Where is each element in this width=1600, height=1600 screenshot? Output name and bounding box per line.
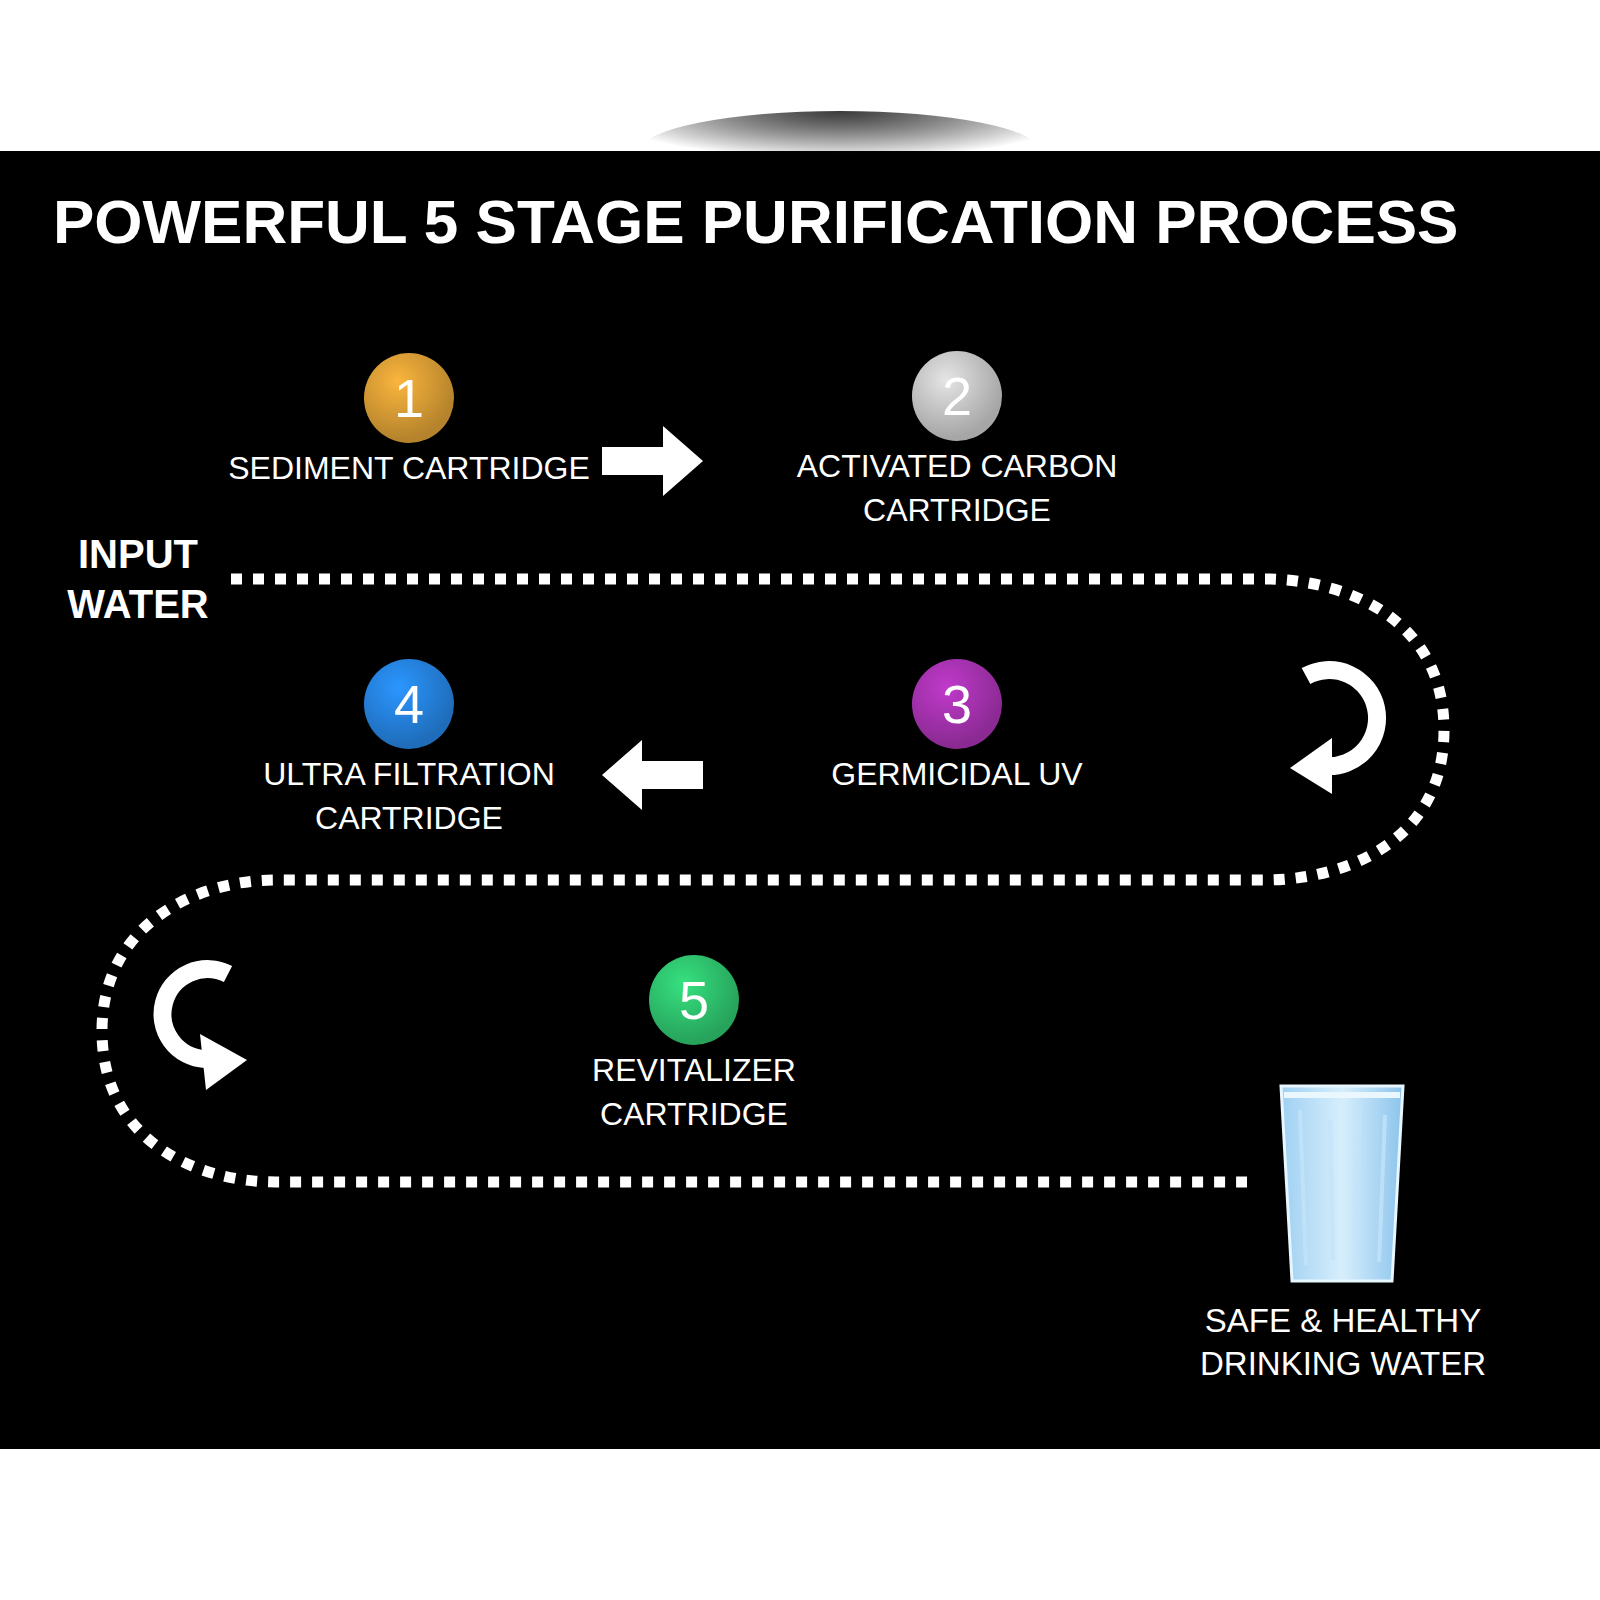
stage-circle: 1 — [364, 353, 454, 443]
dotted-flow-path — [102, 579, 1444, 1182]
flow-arrow — [602, 740, 703, 810]
input-label: INPUT WATER — [48, 529, 228, 629]
stage-number: 5 — [679, 970, 709, 1030]
stage-number: 1 — [394, 368, 424, 428]
stage-label: REVITALIZER CARTRIDGE — [504, 1048, 884, 1136]
stage-circle: 4 — [364, 659, 454, 749]
stage-node: 3GERMICIDAL UV — [703, 659, 1211, 796]
output-label: SAFE & HEALTHY DRINKING WATER — [1183, 1299, 1503, 1385]
flow-arrow — [602, 426, 703, 496]
stage-number: 3 — [942, 674, 972, 734]
stage-number: 2 — [942, 366, 972, 426]
glass-highlight — [1300, 1105, 1385, 1265]
stage-node: 4ULTRA FILTRATION CARTRIDGE — [216, 659, 602, 840]
stage-label: SEDIMENT CARTRIDGE — [216, 446, 602, 490]
stage-node: 2ACTIVATED CARBON CARTRIDGE — [703, 351, 1211, 532]
water-surface — [1284, 1092, 1400, 1098]
stage-label: ULTRA FILTRATION CARTRIDGE — [216, 752, 602, 840]
stage-circle: 2 — [912, 351, 1002, 441]
water-glass — [1281, 1086, 1403, 1281]
stage-circle: 3 — [912, 659, 1002, 749]
stage-circle: 5 — [649, 955, 739, 1045]
diagram-title: POWERFUL 5 STAGE PURIFICATION PROCESS — [53, 184, 1458, 260]
curved-arrow-head — [1290, 738, 1332, 794]
stage-node: 1SEDIMENT CARTRIDGE — [216, 353, 602, 490]
stage-label: ACTIVATED CARBON CARTRIDGE — [703, 444, 1211, 532]
stage-label: GERMICIDAL UV — [703, 752, 1211, 796]
curved-arrow-head — [200, 1034, 247, 1090]
stage-node: 5REVITALIZER CARTRIDGE — [504, 955, 884, 1136]
stage-number: 4 — [394, 674, 424, 734]
spotlight-glow — [640, 111, 1040, 191]
